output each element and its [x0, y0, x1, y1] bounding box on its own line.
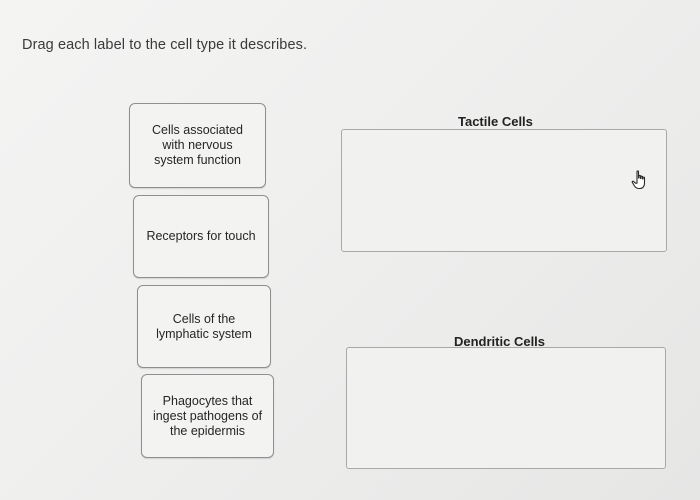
- hand-pointer-icon: [631, 170, 646, 190]
- drag-label-lymphatic-system[interactable]: Cells of the lymphatic system: [137, 285, 271, 368]
- drag-label-receptors-touch[interactable]: Receptors for touch: [133, 195, 269, 278]
- drag-label-nervous-system[interactable]: Cells associated with nervous system fun…: [129, 103, 266, 188]
- target-title-tactile-cells: Tactile Cells: [458, 114, 533, 129]
- instruction-text: Drag each label to the cell type it desc…: [22, 37, 308, 53]
- target-title-dendritic-cells: Dendritic Cells: [454, 334, 546, 349]
- drop-zone-tactile-cells[interactable]: [341, 129, 667, 252]
- drag-label-phagocytes[interactable]: Phagocytes that ingest pathogens of the …: [141, 374, 274, 458]
- drop-zone-dendritic-cells[interactable]: [346, 347, 666, 469]
